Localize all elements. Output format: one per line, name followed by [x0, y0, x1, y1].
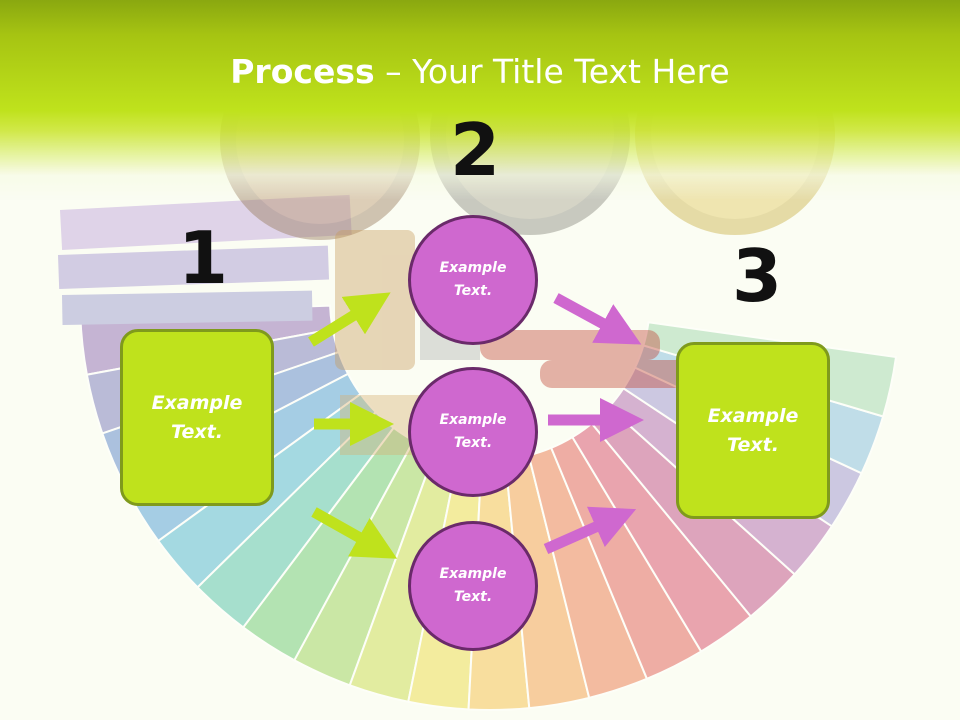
swatch-strip — [549, 435, 703, 681]
title-band — [0, 0, 960, 200]
swatch-strip — [241, 426, 416, 662]
swatch-card — [58, 245, 330, 289]
step-number-1: 1 — [178, 216, 229, 300]
swatch-strip — [571, 422, 753, 653]
step3-box: Example Text. — [676, 342, 830, 519]
step1-box: Example Text. — [120, 329, 274, 506]
swatch-card — [60, 194, 352, 250]
swatch-strip — [527, 446, 649, 700]
arrow-box1-to-circle-top — [308, 292, 391, 347]
arrow-circle-bottom-to-box3 — [543, 506, 637, 555]
step-number-2: 2 — [450, 108, 501, 192]
step2-circle-middle: Example Text. — [408, 367, 538, 497]
title-bold: Process — [230, 52, 375, 91]
arrow-box1-to-circle-bottom — [311, 507, 398, 559]
step2-circle-bottom: Example Text. — [408, 521, 538, 651]
slide-title: Process – Your Title Text Here — [0, 52, 960, 91]
title-rest: – Your Title Text Here — [374, 52, 730, 91]
arrow-circle-top-to-box3 — [553, 293, 642, 345]
step-number-3: 3 — [732, 234, 783, 318]
swatch-card — [62, 290, 313, 325]
step2-circle-top: Example Text. — [408, 215, 538, 345]
